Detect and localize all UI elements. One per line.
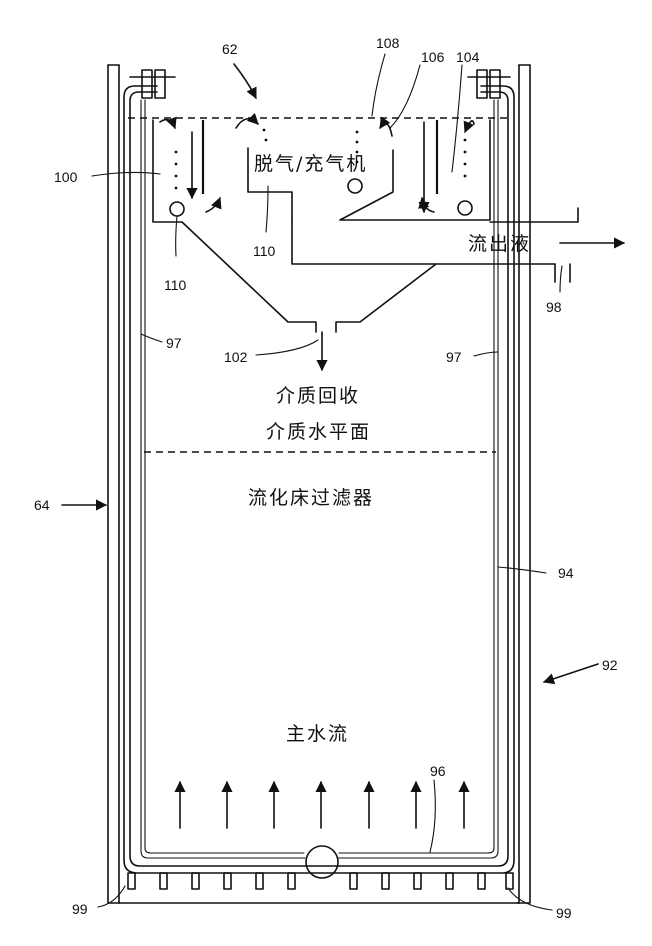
ref-110-a: 110: [164, 277, 187, 293]
bubbles: [174, 128, 467, 190]
ref-104: 104: [456, 49, 480, 65]
ref-97-left: 97: [166, 335, 182, 351]
ref-99-right: 99: [556, 905, 572, 921]
ref-102: 102: [224, 349, 248, 365]
ref-99-left: 99: [72, 901, 88, 917]
outer-vessel: [107, 64, 531, 904]
degasser-assembly: [152, 119, 579, 333]
ref-96: 96: [430, 763, 446, 779]
ref-110-b: 110: [253, 243, 276, 259]
main-flow-arrows: [174, 780, 470, 829]
label-degasser: 脱气/充气机: [254, 153, 367, 175]
ref-100: 100: [54, 169, 78, 185]
outlet-nozzle: [305, 845, 339, 879]
diffuser-right: [457, 200, 473, 216]
label-effluent: 流出液: [468, 233, 531, 255]
top-fitting-right: [467, 69, 511, 99]
degasser-flow-arrows: [159, 112, 475, 214]
diffuser-left: [169, 201, 185, 217]
label-fluidized-bed: 流化床过滤器: [248, 487, 374, 509]
ref-106: 106: [421, 49, 445, 65]
ref-98: 98: [546, 299, 562, 315]
leader-lines: [61, 53, 599, 911]
label-media-level: 介质水平面: [266, 421, 371, 443]
bottom-supports: [127, 872, 514, 890]
ref-92: 92: [602, 657, 618, 673]
ref-108: 108: [376, 35, 400, 51]
ref-97-right: 97: [446, 349, 462, 365]
top-fitting-left: [129, 69, 176, 99]
inner-liner: [123, 85, 515, 874]
diffusers: [169, 178, 473, 879]
label-main-flow: 主水流: [286, 723, 349, 745]
ref-64: 64: [34, 497, 50, 513]
diffuser-middle: [347, 178, 363, 194]
label-media-recovery: 介质回收: [276, 385, 360, 407]
ref-94: 94: [558, 565, 574, 581]
ref-62: 62: [222, 41, 238, 57]
